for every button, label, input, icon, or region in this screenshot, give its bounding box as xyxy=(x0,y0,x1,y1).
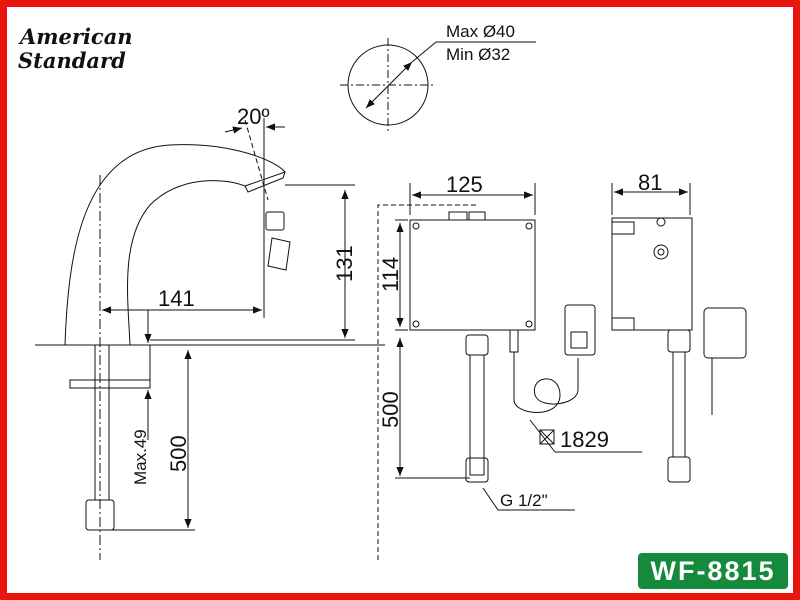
min-diameter-label: Min Ø32 xyxy=(446,45,510,64)
spout-angle-label: 20º xyxy=(237,104,270,129)
box-width-dimension: 125 xyxy=(446,172,483,197)
faucet-hose-dimension: 500 xyxy=(166,435,191,472)
height-dimension: 131 xyxy=(332,245,357,282)
svg-text:Standard: Standard xyxy=(18,48,126,73)
deck-thickness-dimension: Max.49 xyxy=(131,429,150,485)
thread-size-label: G 1/2" xyxy=(500,491,548,510)
max-diameter-label: Max Ø40 xyxy=(446,22,515,41)
hole-diameter-view xyxy=(340,38,536,132)
reach-dimension: 141 xyxy=(158,286,195,311)
side-depth-dimension: 81 xyxy=(638,170,662,195)
box-height-dimension: 114 xyxy=(378,257,403,292)
side-view-drawing xyxy=(611,183,747,483)
control-box-drawing xyxy=(377,183,642,560)
svg-text:American: American xyxy=(18,24,133,49)
american-standard-logo: American Standard xyxy=(18,24,133,73)
cable-length-dimension: 1829 xyxy=(560,427,609,452)
faucet-drawing xyxy=(35,118,385,560)
box-hose-dimension: 500 xyxy=(378,391,403,428)
model-badge: WF-8815 xyxy=(638,553,788,589)
